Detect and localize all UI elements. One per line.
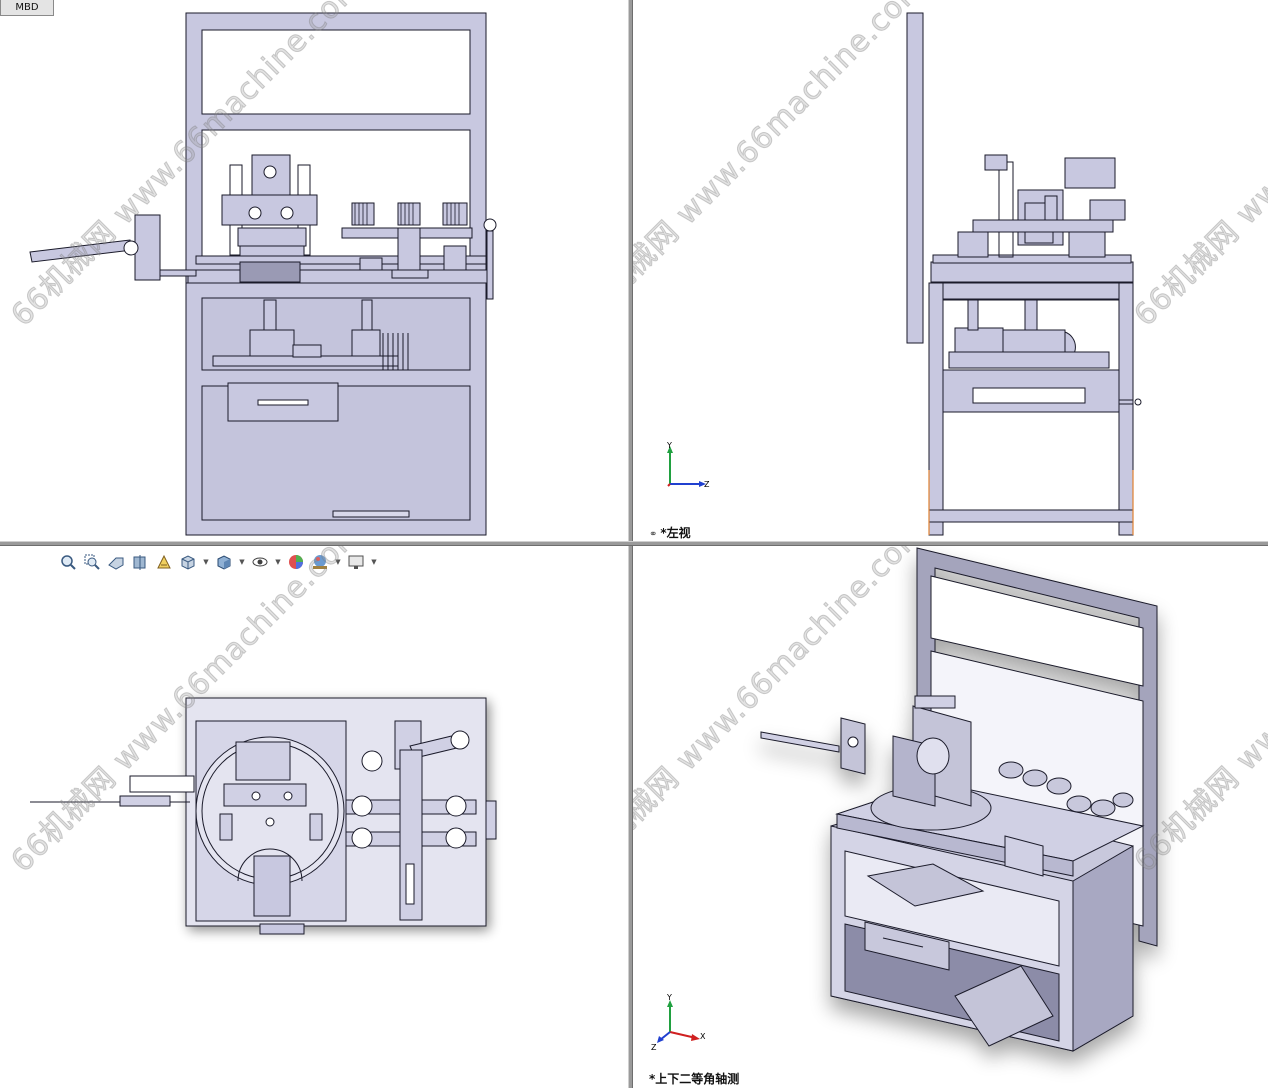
- apply-scene-icon[interactable]: [310, 552, 330, 572]
- display-style-dropdown[interactable]: ▼: [239, 558, 245, 566]
- apply-scene-dropdown[interactable]: ▼: [335, 558, 341, 566]
- iso-view-model[interactable]: [633, 546, 1268, 1088]
- top-view-model[interactable]: [0, 546, 628, 1088]
- previous-view-icon[interactable]: [106, 552, 126, 572]
- display-style-icon[interactable]: [214, 552, 234, 572]
- dynamic-annotation-icon[interactable]: [154, 552, 174, 572]
- view-orientation-dropdown[interactable]: ▼: [203, 558, 209, 566]
- zoom-to-area-icon[interactable]: [82, 552, 102, 572]
- hide-show-items-dropdown[interactable]: ▼: [275, 558, 281, 566]
- triad-iso-x-label: X: [700, 1032, 706, 1041]
- triad-y-label: Y: [666, 441, 672, 450]
- iso-viewport[interactable]: Y X Z *上下二等角轴测 66机械网 www.66machine.com 6…: [633, 546, 1268, 1088]
- view-label-left: ⚭*左视: [649, 524, 691, 541]
- mbd-tab[interactable]: MBD: [0, 0, 54, 16]
- left-view-model[interactable]: [633, 0, 1268, 541]
- viewport-splitter-horizontal[interactable]: [0, 541, 1268, 546]
- top-viewport[interactable]: ▼ ▼ ▼ ▼ ▼: [0, 546, 628, 1088]
- front-viewport[interactable]: MBD 66机械网 www.66machine.com: [0, 0, 628, 541]
- heads-up-view-toolbar: ▼ ▼ ▼ ▼ ▼: [58, 552, 378, 572]
- hide-show-items-icon[interactable]: [250, 552, 270, 572]
- view-label-left-text: *左视: [660, 526, 691, 540]
- view-label-iso: *上下二等角轴测: [649, 1072, 740, 1086]
- axis-triad-iso: Y X Z: [651, 994, 706, 1052]
- edit-appearance-icon[interactable]: [286, 552, 306, 572]
- triad-iso-z-label: Z: [651, 1043, 657, 1052]
- link-icon: ⚭: [649, 529, 658, 540]
- zoom-to-fit-icon[interactable]: [58, 552, 78, 572]
- view-orientation-icon[interactable]: [178, 552, 198, 572]
- front-view-model[interactable]: [0, 0, 628, 541]
- triad-z-label: Z: [704, 480, 710, 489]
- view-settings-dropdown[interactable]: ▼: [371, 558, 377, 566]
- view-settings-icon[interactable]: [346, 552, 366, 572]
- left-viewport[interactable]: Y Z ⚭*左视 66机械网 www.66machine.com 66机械网 w…: [633, 0, 1268, 541]
- triad-iso-y-label: Y: [666, 994, 672, 1002]
- section-view-icon[interactable]: [130, 552, 150, 572]
- axis-triad-left: Y Z: [666, 441, 710, 489]
